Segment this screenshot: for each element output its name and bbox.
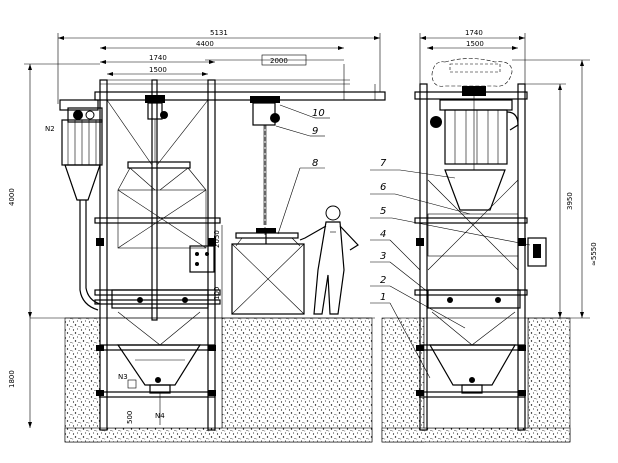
discharge-table-left <box>111 289 209 309</box>
pit-right <box>381 317 571 443</box>
callout-3: 3 <box>380 251 386 262</box>
big-bag-frame-left <box>117 161 207 249</box>
dim-4400: 4400 <box>196 40 214 48</box>
pit-hopper-right <box>427 289 521 394</box>
hoist-left <box>145 95 168 162</box>
dimensions-left: 5131 4400 2000 1740 1500 4000 2050 100 <box>8 29 381 428</box>
left-frame <box>94 64 386 431</box>
right-lift-frame <box>431 58 513 170</box>
crane-hoist <box>250 96 280 235</box>
marker-n4: N4 <box>155 412 165 420</box>
dim-2000: 2000 <box>270 57 288 65</box>
callout-4: 4 <box>380 229 386 240</box>
dim-4000: 4000 <box>8 188 16 206</box>
callout-5: 5 <box>380 206 386 217</box>
pit-hopper-left <box>116 311 202 425</box>
callouts-center: 10 9 8 <box>275 104 330 235</box>
hopper-right <box>427 169 547 271</box>
dim-2050: 2050 <box>213 230 221 248</box>
dim-right-1500: 1500 <box>466 40 484 48</box>
callouts-right: 7 6 5 4 3 2 1 <box>370 158 531 379</box>
pit-left <box>30 317 375 443</box>
big-bag-hanging <box>231 232 305 315</box>
dim-right-1740: 1740 <box>465 29 483 37</box>
dim-3950: 3950 <box>566 192 574 210</box>
dim-1740: 1740 <box>149 54 167 62</box>
callout-8: 8 <box>312 158 318 169</box>
dust-filter-right <box>430 99 519 165</box>
control-box-left <box>189 245 215 273</box>
marker-n2: N2 <box>45 125 55 133</box>
callout-2: 2 <box>380 275 386 286</box>
callout-9: 9 <box>312 126 318 137</box>
operator-figure <box>299 205 359 315</box>
callout-7: 7 <box>380 158 387 169</box>
callout-10: 10 <box>312 108 325 119</box>
dim-5131: 5131 <box>210 29 228 37</box>
dim-1500: 1500 <box>149 66 167 74</box>
dimensions-right: 1740 1500 3950 ≈5550 <box>419 29 598 319</box>
dim-500: 500 <box>126 411 134 424</box>
marker-n3: N3 <box>118 373 128 381</box>
dim-5550: ≈5550 <box>590 242 598 266</box>
dust-filter-left <box>59 99 103 311</box>
right-frame <box>414 83 528 431</box>
dim-1800: 1800 <box>8 370 16 388</box>
callout-1: 1 <box>380 292 386 303</box>
dim-100: 100 <box>213 287 221 300</box>
callout-6: 6 <box>380 182 386 193</box>
